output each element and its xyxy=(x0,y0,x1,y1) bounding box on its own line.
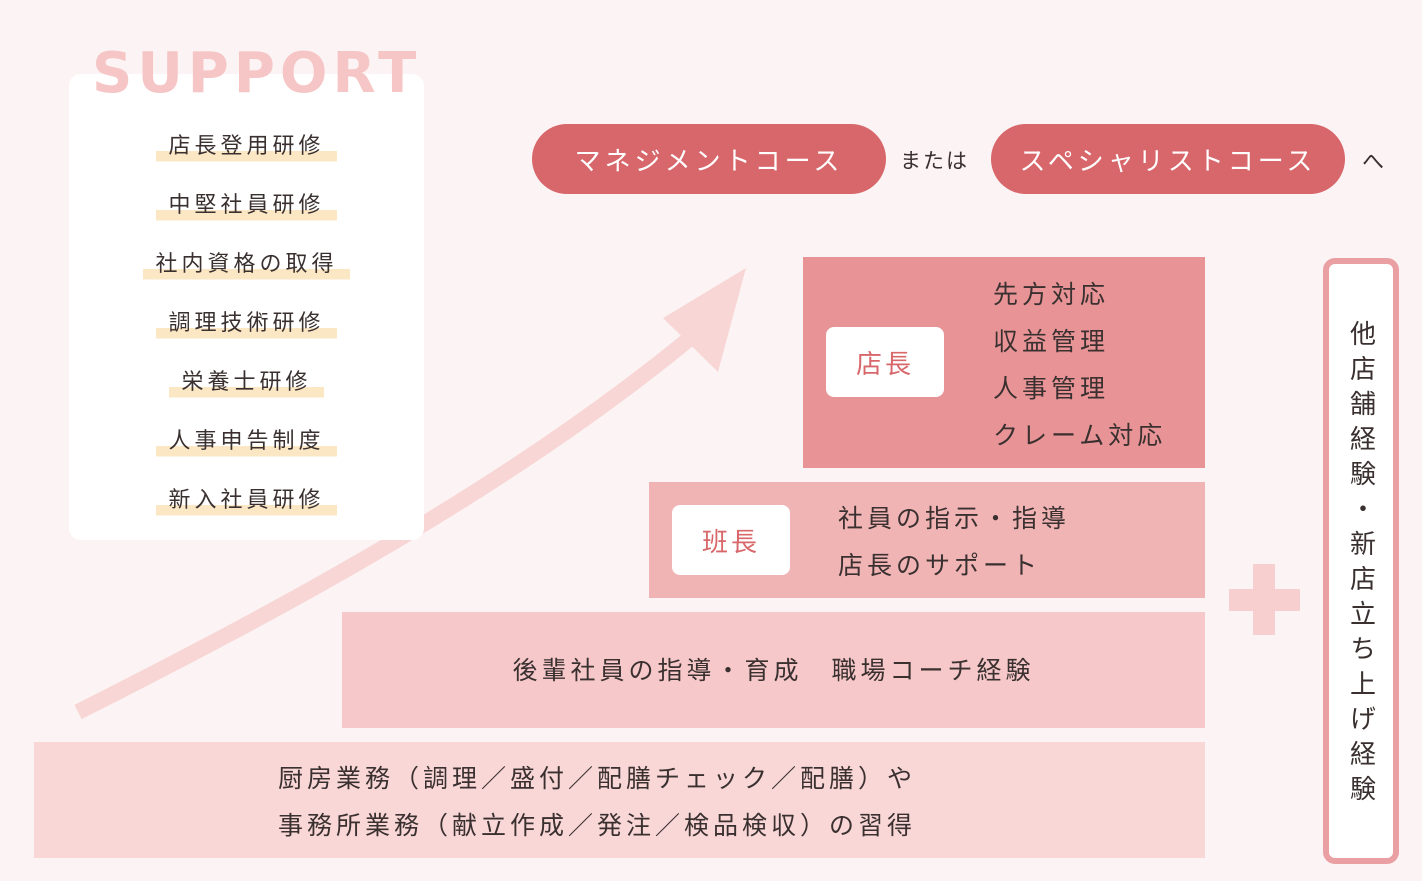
or-label: または xyxy=(900,149,969,173)
management-course-pill: マネジメントコース xyxy=(532,124,886,194)
growth-arrow-head xyxy=(663,268,746,372)
support-item-label: 社内資格の取得 xyxy=(143,248,350,282)
support-item-label: 新入社員研修 xyxy=(156,484,337,518)
support-list: 店長登用研修 中堅社員研修 社内資格の取得 調理技術研修 栄養士研修 人事申告制… xyxy=(69,130,424,543)
store-manager-task-list: 先方対応 収益管理 人事管理 クレーム対応 xyxy=(993,271,1166,459)
step-junior-guidance: 後輩社員の指導・育成 職場コーチ経験 xyxy=(342,612,1205,728)
junior-guidance-text: 後輩社員の指導・育成 職場コーチ経験 xyxy=(512,656,1035,685)
team-leader-task-list: 社員の指示・指導 店長のサポート xyxy=(838,495,1070,589)
task-item: クレーム対応 xyxy=(993,421,1167,450)
step-base-skills: 厨房業務（調理／盛付／配膳チェック／配膳）や 事務所業務（献立作成／発注／検品検… xyxy=(34,742,1205,858)
support-item: 店長登用研修 xyxy=(69,130,424,189)
role-badge-store-manager: 店長 xyxy=(826,327,944,397)
task-item: 先方対応 xyxy=(993,280,1110,309)
support-item-label: 栄養士研修 xyxy=(169,366,324,400)
role-badge-team-leader: 班長 xyxy=(672,505,790,575)
support-item: 社内資格の取得 xyxy=(69,248,424,307)
step-store-manager: 店長 先方対応 収益管理 人事管理 クレーム対応 xyxy=(803,257,1205,468)
step-team-leader: 班長 社員の指示・指導 店長のサポート xyxy=(649,482,1205,598)
task-item: 人事管理 xyxy=(993,374,1110,403)
support-item: 新入社員研修 xyxy=(69,484,424,543)
to-label: へ xyxy=(1362,150,1385,175)
support-item: 調理技術研修 xyxy=(69,307,424,366)
support-item-label: 中堅社員研修 xyxy=(156,189,337,223)
base-skills-line: 事務所業務（献立作成／発注／検品検収）の習得 xyxy=(278,811,917,840)
plus-icon-vertical xyxy=(1253,564,1275,635)
side-experience-box: 他店舗経験・新店立ち上げ経験 xyxy=(1323,258,1399,864)
base-skills-line: 厨房業務（調理／盛付／配膳チェック／配膳）や xyxy=(278,764,917,793)
support-item-label: 人事申告制度 xyxy=(156,425,337,459)
support-item: 人事申告制度 xyxy=(69,425,424,484)
side-experience-text: 他店舗経験・新店立ち上げ経験 xyxy=(1345,320,1376,810)
support-item: 中堅社員研修 xyxy=(69,189,424,248)
task-item: 収益管理 xyxy=(993,327,1110,356)
specialist-course-pill: スペシャリストコース xyxy=(991,124,1345,194)
support-title: SUPPORT xyxy=(92,41,422,106)
task-item: 社員の指示・指導 xyxy=(838,504,1071,533)
task-item: 店長のサポート xyxy=(838,551,1042,580)
support-item-label: 店長登用研修 xyxy=(156,130,337,164)
base-skills-text: 厨房業務（調理／盛付／配膳チェック／配膳）や 事務所業務（献立作成／発注／検品検… xyxy=(278,755,916,849)
support-item-label: 調理技術研修 xyxy=(156,307,337,341)
support-item: 栄養士研修 xyxy=(69,366,424,425)
